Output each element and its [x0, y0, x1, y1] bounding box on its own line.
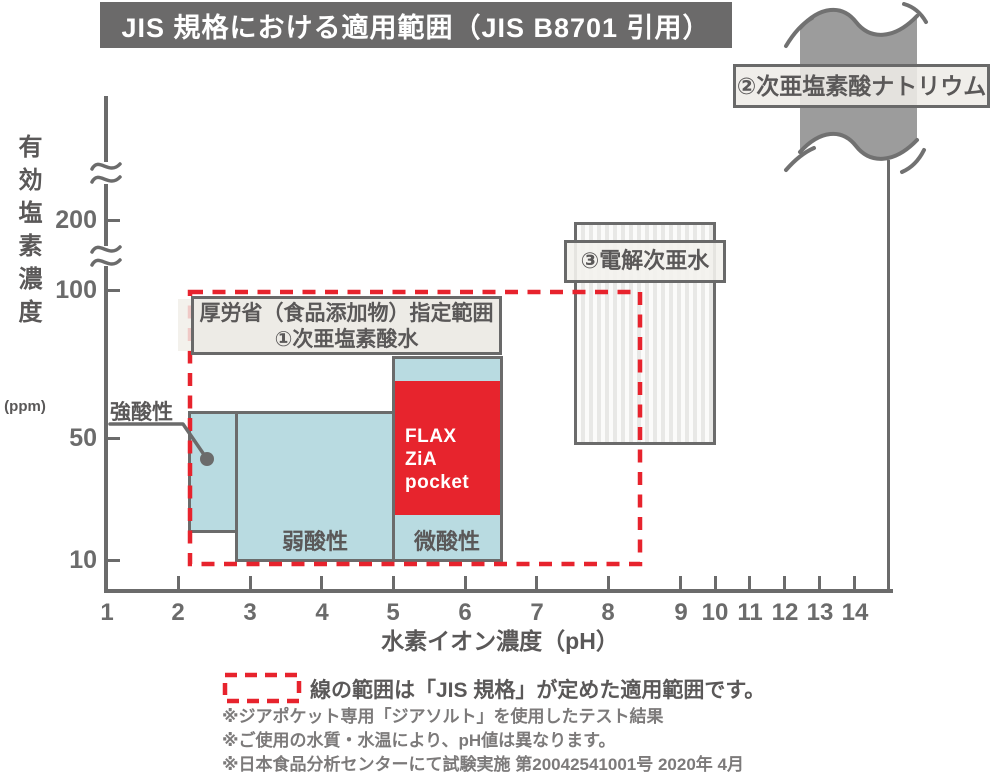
footnote-1: ※ジアポケット専用「ジアソルト」を使用したテスト結果: [222, 707, 664, 726]
y-axis-title: 有効塩素濃度: [14, 134, 41, 332]
legend-dashed-swatch: [222, 672, 302, 704]
y-axis-break-lower-icon: [90, 245, 122, 267]
x-tick-label-12: 12: [771, 599, 799, 626]
x-tick-label-11: 11: [737, 599, 763, 626]
y-tick-10: [108, 559, 120, 562]
slight-acid-label: 微酸性: [413, 529, 480, 554]
x-tick: [249, 576, 252, 589]
mhlw-range-line2: ①次亜塩素酸水: [274, 328, 419, 351]
x-tick: [714, 576, 717, 589]
mhlw-plate-shadow: [178, 299, 193, 351]
x-tick: [177, 576, 180, 589]
x-tick-label-6: 6: [458, 599, 472, 626]
y-axis-line: [104, 96, 108, 592]
x-tick-label-8: 8: [601, 599, 615, 626]
weak-acid-region: [235, 411, 395, 562]
chart-right-border: [887, 160, 890, 590]
x-tick: [818, 576, 821, 589]
x-tick-label-5: 5: [386, 599, 400, 626]
x-tick-label-10: 10: [701, 599, 729, 626]
x-tick-label-4: 4: [315, 599, 329, 626]
y-tick-200: [108, 219, 120, 222]
x-tick: [320, 576, 323, 589]
product-name-line1: FLAX: [405, 426, 457, 447]
electrolyzed-water-plate: ③電解次亜水: [564, 240, 726, 283]
x-tick: [464, 576, 467, 589]
x-tick: [535, 576, 538, 589]
footnote-2: ※ご使用の水質・水温により、pH値は異なります。: [222, 731, 616, 750]
mhlw-range-line1: 厚労省（食品添加物）指定範囲: [199, 302, 494, 325]
y-axis-break-upper-icon: [90, 162, 122, 184]
y-tick-100: [108, 289, 120, 292]
y-tick-50: [108, 437, 120, 440]
x-tick: [392, 576, 395, 589]
mhlw-range-plate: 厚労省（食品添加物）指定範囲 ①次亜塩素酸水: [191, 296, 502, 355]
x-tick-label-3: 3: [243, 599, 257, 626]
y-tick-label-200: 200: [55, 206, 97, 234]
x-tick: [679, 576, 682, 589]
sodium-hypochlorite-plate: ②次亜塩素酸ナトリウム: [733, 64, 990, 108]
x-tick: [748, 576, 751, 589]
x-tick-label-1: 1: [100, 599, 114, 626]
product-name-line2: ZiA pocket: [405, 449, 470, 493]
x-tick-label-2: 2: [171, 599, 185, 626]
y-axis-unit: (ppm): [4, 398, 46, 415]
x-tick: [853, 576, 856, 589]
x-tick-label-7: 7: [530, 599, 544, 626]
legend-text: 線の範囲は「JIS 規格」が定めた適用範囲です。: [310, 679, 766, 702]
footnote-3: ※日本食品分析センターにて試験実施 第20042541001号 2020年 4月: [222, 755, 744, 774]
x-tick-label-9: 9: [674, 599, 688, 626]
footnotes: ※ジアポケット専用「ジアソルト」を使用したテスト結果 ※ご使用の水質・水温により…: [222, 705, 744, 777]
weak-acid-label: 弱酸性: [281, 529, 348, 554]
y-tick-label-50: 50: [69, 424, 97, 452]
jis-range-dashed-outline: [187, 289, 643, 567]
strong-acid-leader-line: [108, 422, 214, 466]
x-axis-line: [104, 589, 893, 593]
strong-acid-label: 強酸性: [110, 401, 173, 424]
y-tick-label-100: 100: [55, 276, 97, 304]
x-tick-label-14: 14: [841, 599, 869, 626]
x-tick: [783, 576, 786, 589]
chart-title: JIS 規格における適用範囲（JIS B8701 引用）: [100, 2, 732, 48]
x-axis-title: 水素イオン濃度（pH）: [381, 628, 619, 654]
flax-zia-pocket-region: FLAX ZiA pocket: [395, 381, 500, 515]
x-tick: [607, 576, 610, 589]
x-tick-label-13: 13: [806, 599, 834, 626]
y-tick-label-10: 10: [69, 546, 97, 574]
